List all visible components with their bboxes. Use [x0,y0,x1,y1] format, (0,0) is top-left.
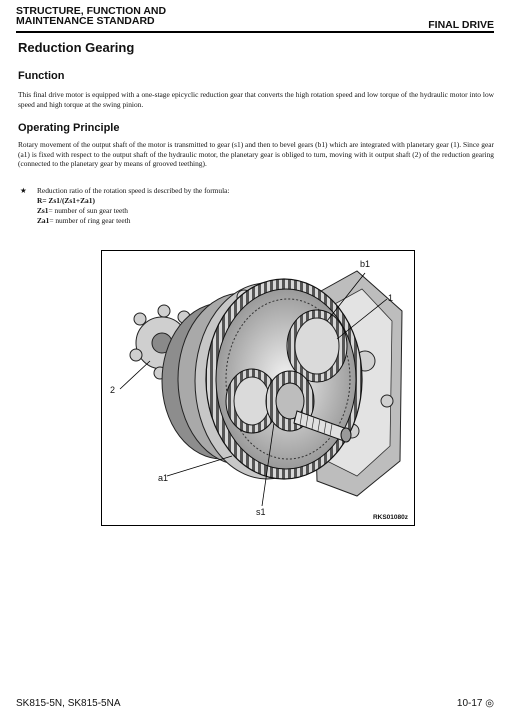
operating-heading: Operating Principle [18,122,120,134]
page-title: Reduction Gearing [18,40,135,55]
definition-sun-symbol: Zs1 [37,206,49,215]
label-b1: b1 [360,259,371,269]
function-heading: Function [18,70,65,82]
star-bullet-icon: ★ [20,186,27,195]
definition-ring-text: = number of ring gear teeth [49,216,131,225]
chapter-title: FINAL DRIVE [428,19,494,31]
definition-sun: Zs1= number of sun gear teeth [37,206,128,215]
model-number: SK815-5N, SK815-5NA [16,698,121,709]
formula-intro-text: Reduction ratio of the rotation speed is… [37,186,230,195]
section-title-line2: MAINTENANCE STANDARD [16,15,155,27]
figure-code: RKS01080z [372,514,408,521]
label-a1: a1 [158,473,169,483]
formula: R= Zs1/(Zs1+Za1) [37,196,95,205]
definition-ring-symbol: Za1 [37,216,50,225]
definition-ring: Za1= number of ring gear teeth [37,216,130,225]
section-title-line1: STRUCTURE, FUNCTION AND [16,5,167,17]
label-2: 2 [110,385,116,395]
label-s1: s1 [256,507,266,517]
page-header: STRUCTURE, FUNCTION AND MAINTENANCE STAN… [16,6,494,32]
function-text: This final drive motor is equipped with … [18,90,494,109]
section-title: STRUCTURE, FUNCTION AND MAINTENANCE STAN… [16,5,167,27]
reduction-gear-figure: b1 1 2 a1 s1 RKS01080z [101,250,415,526]
operating-text: Rotary movement of the output shaft of t… [18,140,494,169]
label-1: 1 [388,293,394,303]
gear-illustration [119,270,403,507]
header-rule [16,31,494,33]
page-number: 10-17 ◎ [456,698,494,709]
definition-sun-text: = number of sun gear teeth [48,206,129,215]
